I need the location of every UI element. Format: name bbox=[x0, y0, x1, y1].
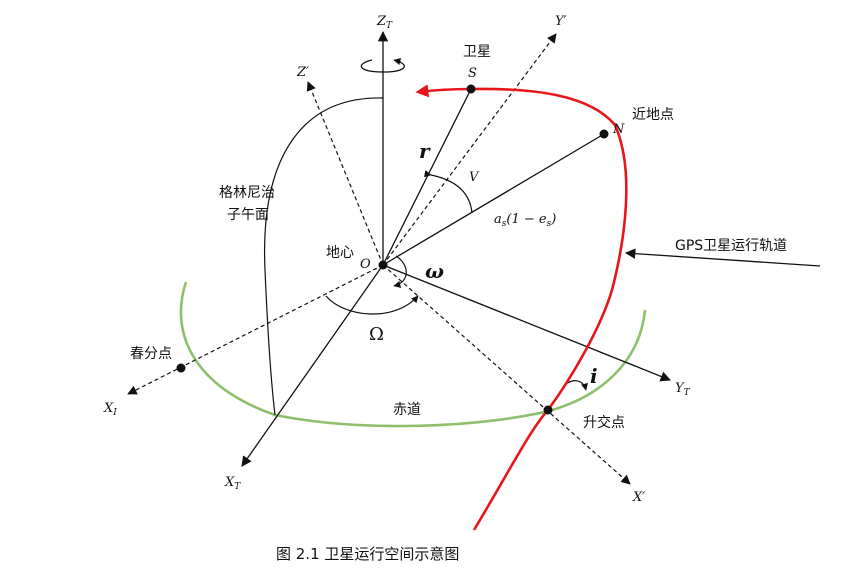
satellite-label: 卫星 bbox=[463, 44, 491, 60]
ascending-node-label: 升交点 bbox=[583, 414, 625, 431]
big-omega-symbol: Ω bbox=[369, 324, 384, 345]
gps-orbit-curve bbox=[415, 84, 628, 531]
gps-orbit-pointer bbox=[624, 248, 821, 267]
y-prime-axis-label: Y′ bbox=[555, 14, 567, 29]
z-prime-axis bbox=[306, 81, 384, 266]
z-prime-axis-label: Z′ bbox=[296, 65, 309, 80]
vernal-equinox-label: 春分点 bbox=[130, 346, 172, 362]
xt-axis-label: XT bbox=[224, 475, 241, 492]
yt-axis-label: YT bbox=[675, 381, 691, 398]
satellite-symbol: S bbox=[468, 66, 477, 81]
earth-center-point bbox=[378, 260, 388, 270]
greenwich-label-line1: 格林尼治 bbox=[219, 185, 275, 201]
perigee-point bbox=[599, 129, 609, 139]
inclination-symbol: i bbox=[590, 364, 598, 388]
gps-orbit-label: GPS卫星运行轨道 bbox=[675, 238, 787, 254]
perigee-symbol: N bbox=[612, 122, 625, 137]
equator-label: 赤道 bbox=[393, 402, 421, 418]
greenwich-meridian-arc bbox=[263, 97, 384, 416]
ascending-node-point bbox=[543, 405, 553, 415]
yt-axis bbox=[382, 264, 671, 382]
omega-symbol: ω bbox=[425, 259, 444, 283]
equator-curve bbox=[179, 281, 647, 428]
figure-caption: 图 2.1 卫星运行空间示意图 bbox=[276, 545, 459, 563]
inclination-arc bbox=[565, 380, 588, 391]
y-prime-axis bbox=[382, 33, 557, 266]
xi-axis-label: XI bbox=[103, 401, 117, 418]
xt-axis bbox=[241, 264, 384, 467]
vernal-equinox-point bbox=[176, 363, 186, 373]
x-prime-axis-label: X′ bbox=[632, 490, 645, 505]
greenwich-label-line2: 子午面 bbox=[227, 207, 269, 223]
xi-axis bbox=[127, 264, 384, 395]
perigee-label: 近地点 bbox=[632, 107, 674, 123]
x-prime-axis bbox=[382, 264, 631, 485]
zt-axis-label: ZT bbox=[376, 14, 393, 31]
true-anomaly-symbol: V bbox=[469, 170, 480, 185]
perigee-argument-arc bbox=[393, 255, 407, 288]
origin-symbol: O bbox=[360, 257, 371, 272]
satellite-point bbox=[466, 84, 476, 94]
earth-center-label: 地心 bbox=[326, 245, 354, 261]
perigee-line bbox=[382, 133, 605, 266]
right-ascension-arc bbox=[325, 295, 419, 315]
earth-rotation-arrow bbox=[360, 58, 405, 73]
semi-major-axis-expression: as(1 − es) bbox=[494, 212, 556, 229]
true-anomaly-arc bbox=[423, 170, 473, 214]
radius-symbol: r bbox=[419, 139, 431, 163]
